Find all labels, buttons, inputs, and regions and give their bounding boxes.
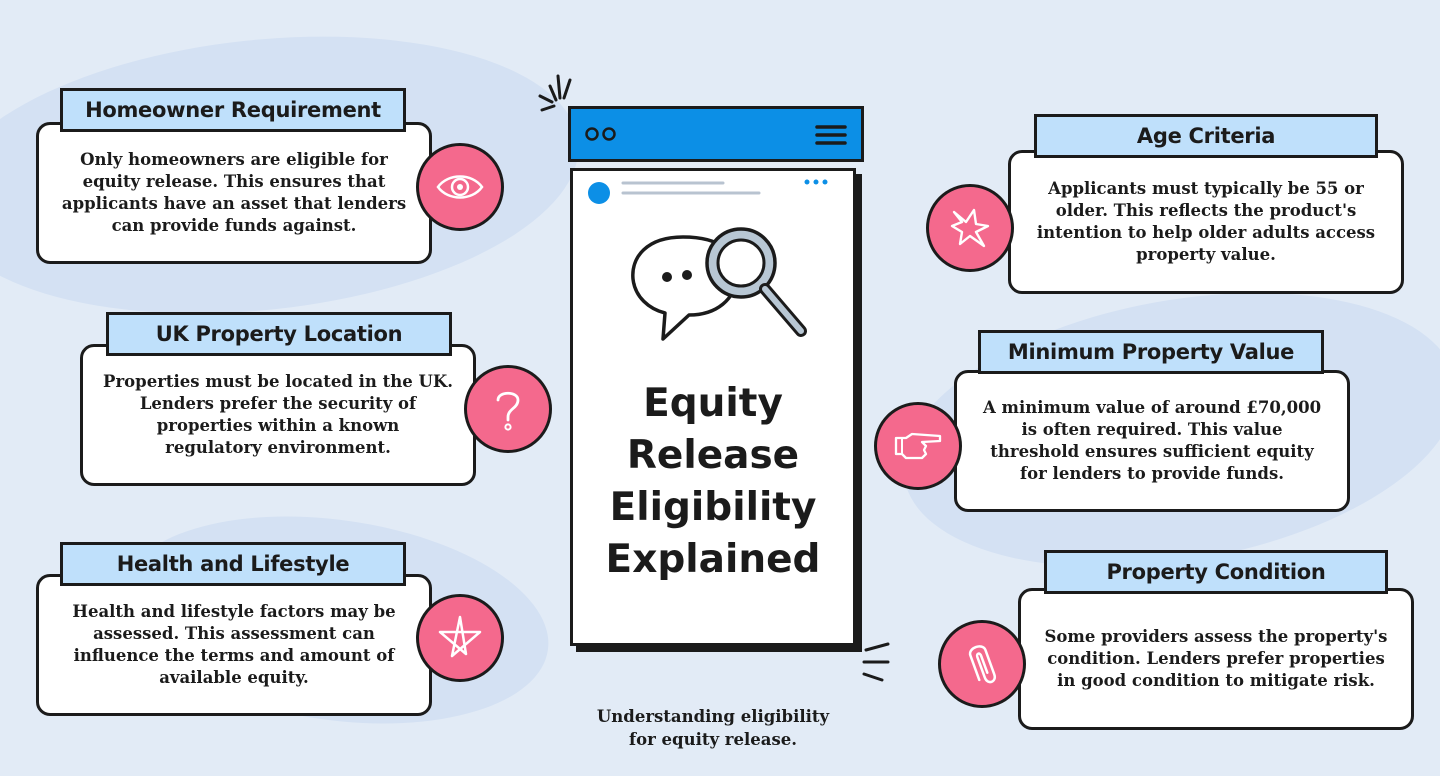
health-lifestyle-title: Health and Lifestyle <box>60 542 406 586</box>
card-line: assessed. This assessment can <box>93 624 375 643</box>
caption-line: for equity release. <box>629 730 797 749</box>
health-lifestyle-card: Health and lifestyle factors may be asse… <box>36 574 432 716</box>
card-line: Applicants must typically be 55 or <box>1048 179 1364 198</box>
pointing-hand-icon <box>874 402 962 490</box>
card-line: property value. <box>1136 245 1276 264</box>
card-line: older. This reflects the product's <box>1055 201 1357 220</box>
card-line: regulatory environment. <box>165 438 391 457</box>
property-condition-title: Property Condition <box>1044 550 1388 594</box>
homeowner-requirement-card: Only homeowners are eligible for equity … <box>36 122 432 264</box>
profile-avatar-icon <box>588 182 610 204</box>
card-line: available equity. <box>159 668 309 687</box>
title-line: Eligibility <box>609 485 817 530</box>
minimum-property-value-title: Minimum Property Value <box>978 330 1324 374</box>
card-line: Health and lifestyle factors may be <box>72 602 396 621</box>
phone-top-bar <box>568 106 864 162</box>
sparkle-icon <box>926 184 1014 272</box>
card-line: equity release. This ensures that <box>82 172 386 191</box>
title-line: Equity <box>643 381 783 426</box>
card-line: Properties must be located in the UK. <box>103 372 453 391</box>
question-mark-icon <box>464 365 552 453</box>
hamburger-menu-icon <box>815 125 847 145</box>
uk-property-location-title: UK Property Location <box>106 312 452 356</box>
paperclip-icon <box>938 620 1026 708</box>
age-criteria-title: Age Criteria <box>1034 114 1378 158</box>
chat-search-illustration <box>631 227 807 341</box>
title-line: Explained <box>605 537 821 582</box>
card-line: applicants have an asset that lenders <box>61 194 407 213</box>
caption-line: Understanding eligibility <box>596 707 830 726</box>
star-icon <box>416 594 504 682</box>
window-dots-icon <box>585 127 616 141</box>
eye-icon <box>416 143 504 231</box>
phone-screen <box>570 168 856 646</box>
card-line: intention to help older adults access <box>1036 223 1376 242</box>
card-line: Some providers assess the property's <box>1044 627 1388 646</box>
card-line: for lenders to provide funds. <box>1020 464 1284 483</box>
card-line: is often required. This value <box>1021 420 1283 439</box>
more-options-icon <box>804 179 828 185</box>
homeowner-requirement-title: Homeowner Requirement <box>60 88 406 132</box>
age-criteria-card: Applicants must typically be 55 or older… <box>1008 150 1404 294</box>
main-title: Equity Release Eligibility Explained <box>572 378 854 586</box>
card-line: A minimum value of around £70,000 <box>982 398 1322 417</box>
card-line: properties within a known <box>156 416 400 435</box>
card-line: influence the terms and amount of <box>73 646 395 665</box>
title-line: Release <box>626 433 800 478</box>
card-line: Only homeowners are eligible for <box>80 150 388 169</box>
card-line: can provide funds against. <box>111 216 357 235</box>
placeholder-lines <box>621 181 761 195</box>
property-condition-card: Some providers assess the property's con… <box>1018 588 1414 730</box>
card-line: Lenders prefer the security of <box>139 394 417 413</box>
uk-property-location-card: Properties must be located in the UK. Le… <box>80 344 476 486</box>
caption: Understanding eligibility for equity rel… <box>570 705 856 751</box>
card-line: in good condition to mitigate risk. <box>1057 671 1375 690</box>
minimum-property-value-card: A minimum value of around £70,000 is oft… <box>954 370 1350 512</box>
card-line: threshold ensures sufficient equity <box>990 442 1314 461</box>
burst-lines-icon <box>862 642 890 682</box>
burst-lines-icon <box>538 74 572 112</box>
card-line: condition. Lenders prefer properties <box>1047 649 1385 668</box>
